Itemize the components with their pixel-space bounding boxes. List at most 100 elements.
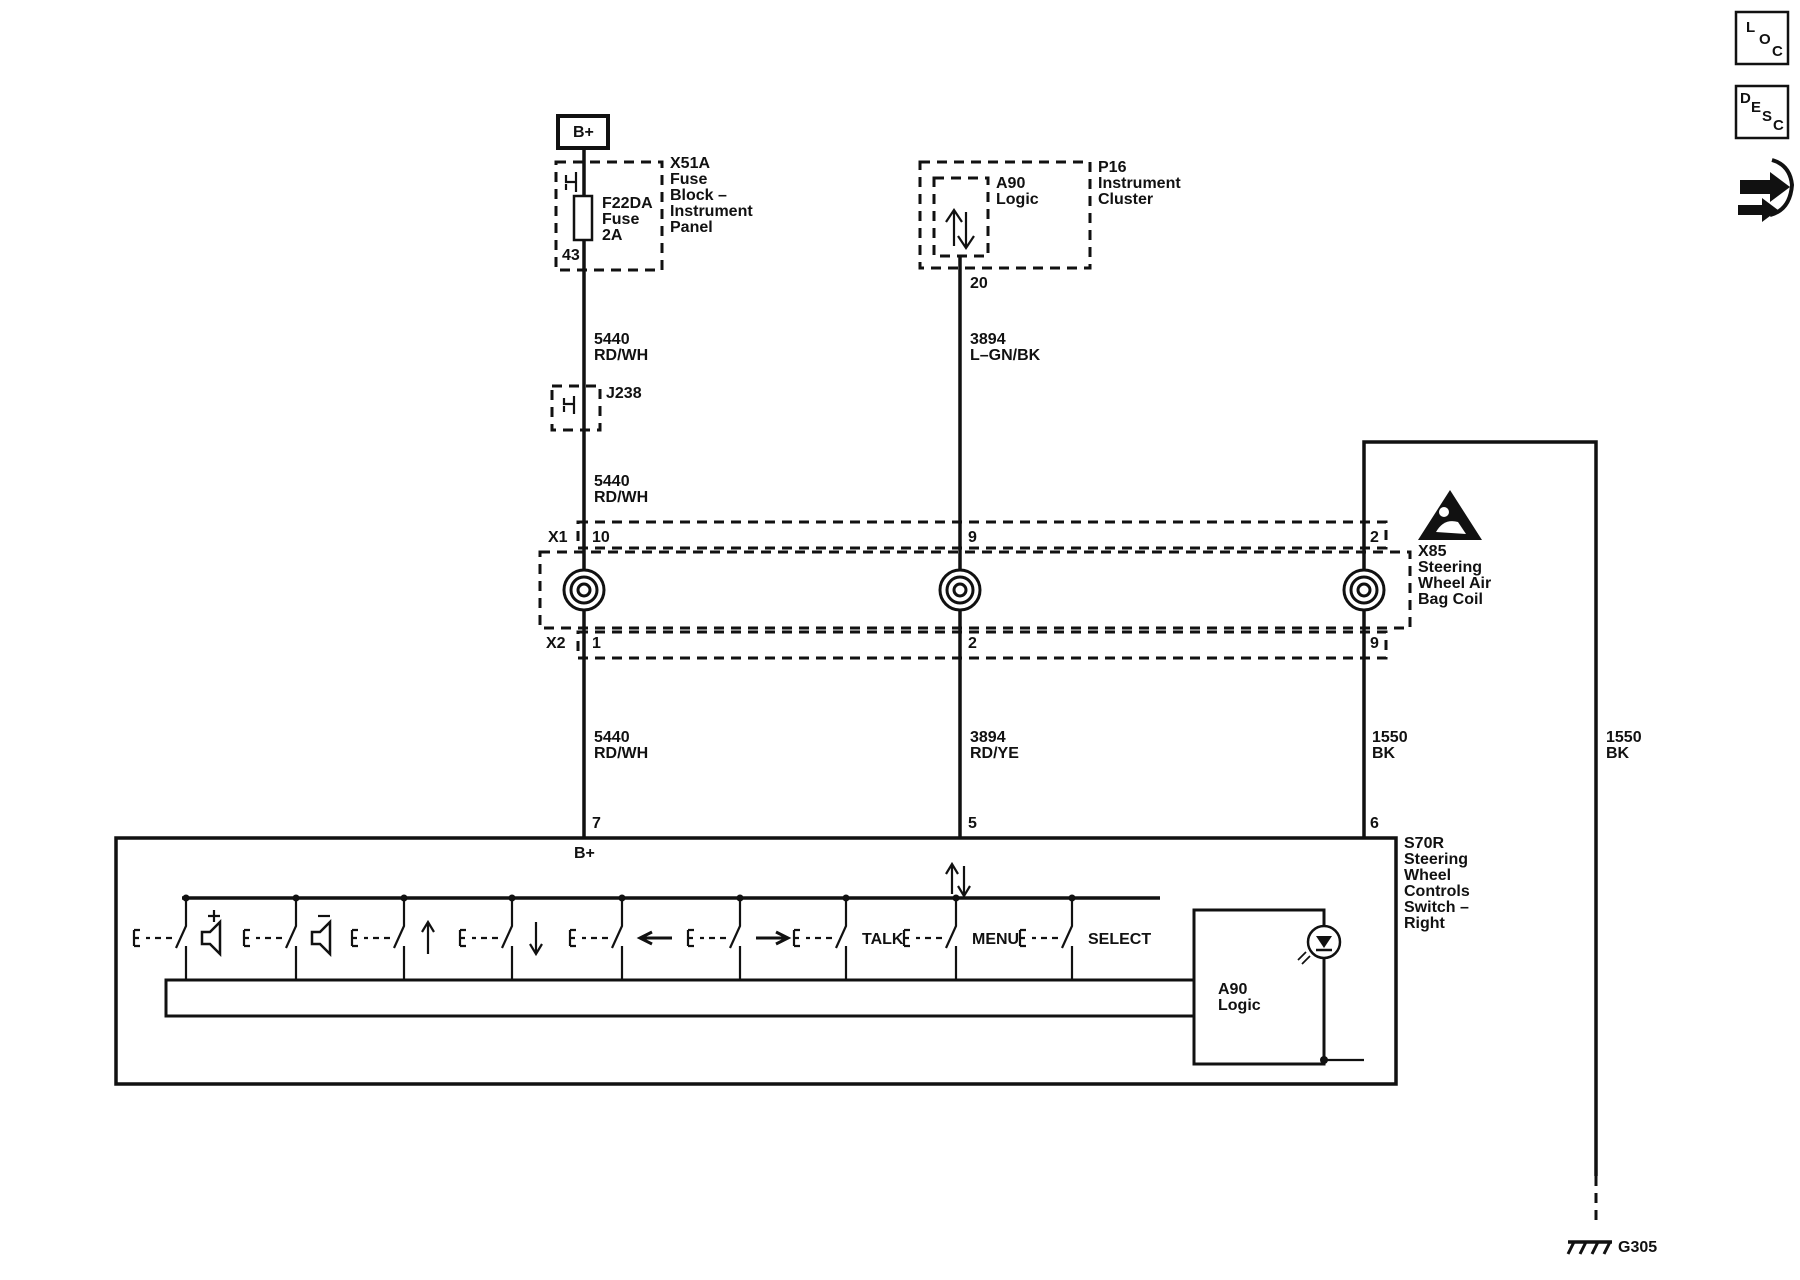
airbag-coil-name-line-3: Bag Coil: [1418, 591, 1483, 608]
loc-letter-l: L: [1746, 19, 1755, 36]
wire-ground-color: BK: [1606, 745, 1630, 762]
fuse-block-outline: [554, 160, 664, 272]
switch-logic-box: [1192, 908, 1326, 1066]
switch-module-pin-6: 6: [1370, 815, 1379, 832]
arrow-left-icon: [636, 930, 672, 946]
arrow-down-icon: [529, 922, 543, 957]
wire-1-mid-color: RD/WH: [594, 489, 648, 506]
airbag-coil-outline: [538, 550, 1412, 630]
switch-module-b-plus: B+: [574, 845, 595, 862]
desc-letter-s: S: [1762, 108, 1772, 125]
instrument-cluster-pin: 20: [970, 275, 988, 292]
switch-module-id: S70R: [1404, 835, 1444, 852]
wire-1-top-color: RD/WH: [594, 347, 648, 364]
coil-x2-pin-3: 9: [1370, 635, 1379, 652]
clockspring-icon-1: [562, 568, 606, 612]
switch-module-name-line-4: Switch –: [1404, 899, 1469, 916]
airbag-coil-name-line-2: Wheel Air: [1418, 575, 1491, 592]
fuse-rating: 2A: [602, 227, 623, 244]
steering-switch-7: TALK: [792, 894, 904, 980]
clockspring-icon-2: [938, 568, 982, 612]
instrument-cluster-outline: [918, 160, 1092, 270]
coil-x2-connector-outline: [576, 630, 1388, 660]
wire-1-top-circuit: 5440: [594, 331, 630, 348]
loc-letter-o: O: [1759, 31, 1771, 48]
wire-2-bot-circuit: 3894: [970, 729, 1006, 746]
location-button[interactable]: L O C: [1734, 10, 1790, 66]
switch-logic-name: Logic: [1218, 997, 1261, 1014]
instrument-cluster-name-line-1: Instrument: [1098, 175, 1181, 192]
switch-label-3: SELECT: [1088, 931, 1151, 948]
switch-module-pin-7: 7: [592, 815, 601, 832]
loc-letter-c: C: [1772, 43, 1783, 60]
steering-switch-3: [350, 894, 435, 980]
fuse-id: F22DA: [602, 195, 653, 212]
wire-2-top-circuit: 3894: [970, 331, 1006, 348]
battery-power-label: B+: [573, 124, 594, 141]
cluster-up-arrow-icon: [945, 208, 963, 246]
switch-label-1: TALK: [862, 931, 904, 948]
switch-module-name-line-1: Steering: [1404, 851, 1468, 868]
arrow-right-icon: [756, 930, 792, 946]
fuse-block-name-line-4: Panel: [670, 219, 713, 236]
data-line-arrows-icon: [945, 861, 971, 899]
instrument-cluster-name-line-2: Cluster: [1098, 191, 1153, 208]
coil-x1-pin-3: 2: [1370, 529, 1379, 546]
coil-x2-pin-1: 1: [592, 635, 601, 652]
steering-switch-9: SELECT: [1018, 894, 1151, 980]
airbag-coil-name-line-1: Steering: [1418, 559, 1482, 576]
wire-1-mid-circuit: 5440: [594, 473, 630, 490]
connector-link-icon[interactable]: [1738, 158, 1795, 222]
switch-logic-id: A90: [1218, 981, 1247, 998]
switch-module-name-line-2: Wheel: [1404, 867, 1451, 884]
wire-1-bot-circuit: 5440: [594, 729, 630, 746]
fuse-block-name-line-1: Fuse: [670, 171, 707, 188]
wire-ground-circuit: 1550: [1606, 729, 1642, 746]
desc-letter-c: C: [1773, 117, 1784, 134]
steering-switch-2: [242, 894, 332, 980]
switch-module-pin-5: 5: [968, 815, 977, 832]
fuse-block-name-line-3: Instrument: [670, 203, 753, 220]
cluster-down-arrow-icon: [957, 212, 975, 250]
wire-2-top-color: L–GN/BK: [970, 347, 1041, 364]
coil-x1-pin-2: 9: [968, 529, 977, 546]
splice-connector-symbol: [562, 396, 576, 414]
description-button[interactable]: D E S C: [1734, 84, 1790, 140]
desc-letter-d: D: [1740, 90, 1751, 107]
fuse-block-connector-symbol: [564, 172, 578, 192]
steering-switch-5: [568, 894, 672, 980]
steering-switch-4: [458, 894, 543, 980]
switch-module-name-line-3: Controls: [1404, 883, 1470, 900]
steering-switch-8: MENU: [902, 894, 1019, 980]
wire-3-bot-circuit: 1550: [1372, 729, 1408, 746]
switch-module-outline: [114, 836, 1398, 1086]
led-ground-splice: [1320, 1056, 1328, 1064]
cluster-logic-name: Logic: [996, 191, 1039, 208]
coil-x1-label: X1: [548, 529, 568, 546]
fuse-block-pin: 43: [562, 247, 580, 264]
steering-switch-6: [686, 894, 792, 980]
clockspring-icon-3: [1342, 568, 1386, 612]
instrument-cluster-id: P16: [1098, 159, 1127, 176]
airbag-warning-icon: [1418, 490, 1482, 540]
airbag-coil-id: X85: [1418, 543, 1447, 560]
fuse-block-name-line-2: Block –: [670, 187, 727, 204]
fuse-block-id: X51A: [670, 155, 710, 172]
coil-x1-connector-outline: [576, 520, 1388, 550]
wire-3-bot-color: BK: [1372, 745, 1396, 762]
splice-j238-outline: [550, 384, 602, 432]
ground-icon: [1566, 1240, 1612, 1255]
wire-1-bot-color: RD/WH: [594, 745, 648, 762]
volume-down-icon: [310, 914, 332, 958]
wire-1550: [1362, 440, 1598, 1176]
coil-x1-pin-1: 10: [592, 529, 610, 546]
ground-id: G305: [1618, 1239, 1657, 1256]
fuse-f22da-icon: [572, 194, 594, 242]
cluster-logic-outline: [932, 176, 990, 258]
arrow-up-icon: [421, 919, 435, 954]
coil-x2-pin-2: 2: [968, 635, 977, 652]
cluster-logic-id: A90: [996, 175, 1025, 192]
switch-module-name-line-5: Right: [1404, 915, 1446, 932]
